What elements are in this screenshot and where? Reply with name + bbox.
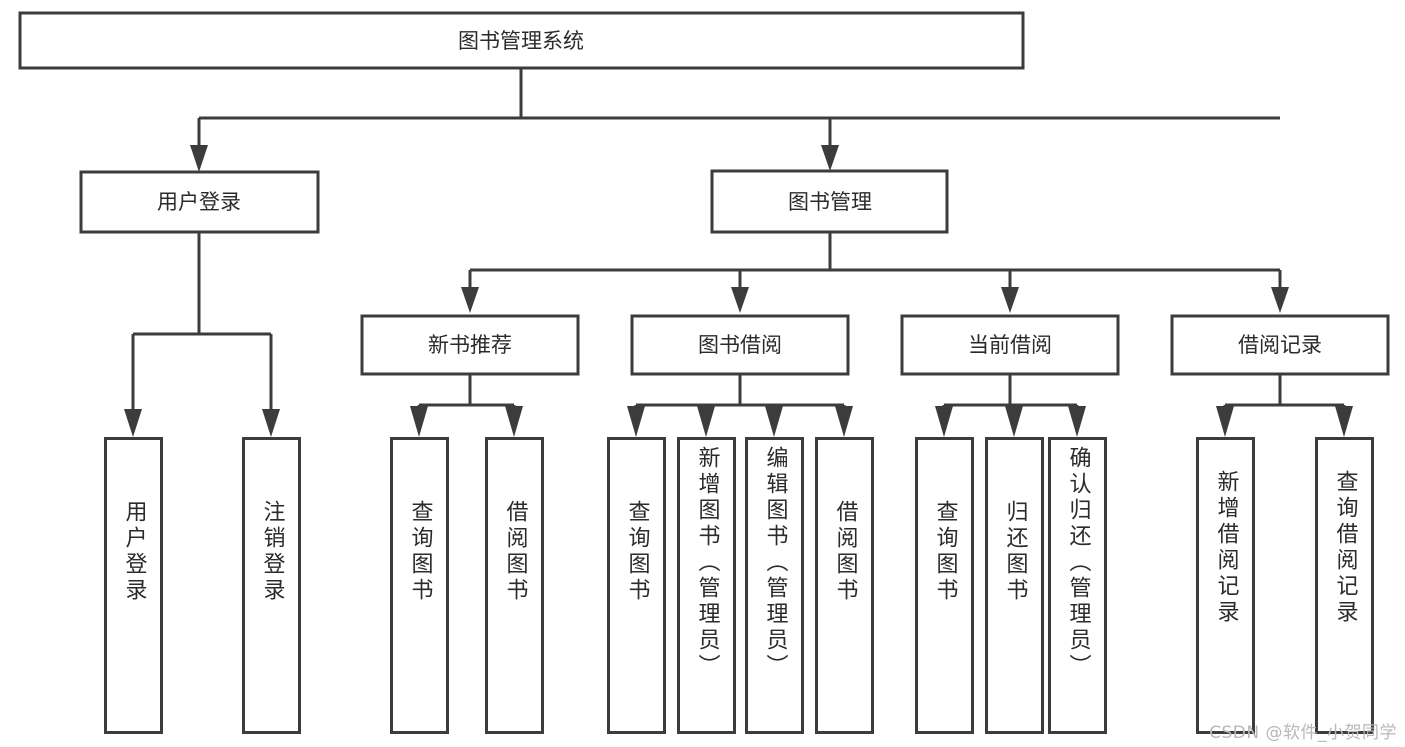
leaf-label: 归还图书 — [1002, 500, 1028, 604]
edge-new-book-recommend-to-leaves — [410, 374, 523, 437]
leaf-label: 用户登录 — [121, 500, 147, 604]
leaf-borrow-record-query[interactable]: 查询借阅记录 — [1315, 437, 1374, 734]
edge-book-manage-to-level2 — [461, 232, 1289, 313]
leaf-book-borrow-query[interactable]: 查询图书 — [607, 437, 666, 734]
leaf-label: 借阅图书 — [832, 500, 858, 604]
root-box — [18, 11, 1025, 70]
leaf-book-borrow-edit[interactable]: 编辑图书（管理员） — [745, 437, 804, 734]
book-borrow-box — [630, 314, 850, 376]
borrow-record-label: 借阅记录 — [1238, 333, 1322, 357]
leaf-user-login-logout[interactable]: 注销登录 — [242, 437, 301, 734]
book-borrow-label: 图书借阅 — [698, 333, 782, 357]
current-borrow-label: 当前借阅 — [968, 333, 1052, 357]
leaf-label: 新增借阅记录 — [1213, 470, 1239, 626]
leaf-book-borrow-borrow[interactable]: 借阅图书 — [815, 437, 874, 734]
leaf-label: 查询图书 — [624, 500, 650, 604]
leaf-label: 查询借阅记录 — [1332, 470, 1358, 626]
node-root[interactable]: 图书管理系统 — [18, 11, 1025, 70]
leaf-label: 确认归还（管理员） — [1065, 446, 1091, 680]
current-borrow-box — [900, 314, 1120, 376]
edge-root-to-level1 — [190, 68, 1280, 172]
leaf-current-borrow-query[interactable]: 查询图书 — [915, 437, 974, 734]
leaf-new-book-query[interactable]: 查询图书 — [390, 437, 449, 734]
node-user-login[interactable]: 用户登录 — [79, 170, 320, 234]
leaf-label: 查询图书 — [407, 500, 433, 604]
leaf-label: 借阅图书 — [502, 500, 528, 604]
new-book-recommend-label: 新书推荐 — [428, 333, 512, 357]
new-book-recommend-box — [360, 314, 580, 376]
root-label: 图书管理系统 — [458, 29, 584, 53]
leaf-user-login-login[interactable]: 用户登录 — [104, 437, 163, 734]
edge-book-borrow-to-leaves — [627, 374, 853, 437]
leaf-label: 编辑图书（管理员） — [762, 446, 788, 680]
node-book-borrow[interactable]: 图书借阅 — [630, 314, 850, 376]
book-manage-label: 图书管理 — [788, 190, 872, 214]
leaf-current-borrow-confirm[interactable]: 确认归还（管理员） — [1048, 437, 1107, 734]
leaf-current-borrow-return[interactable]: 归还图书 — [985, 437, 1044, 734]
node-borrow-record[interactable]: 借阅记录 — [1170, 314, 1390, 376]
edge-user-login-to-leaves — [124, 232, 280, 437]
leaf-label: 查询图书 — [932, 500, 958, 604]
edge-borrow-record-to-leaves — [1216, 374, 1353, 437]
leaf-new-book-borrow[interactable]: 借阅图书 — [485, 437, 544, 734]
arrow-head-user-login — [190, 145, 208, 172]
leaf-label: 新增图书（管理员） — [694, 446, 720, 680]
leaf-borrow-record-add[interactable]: 新增借阅记录 — [1196, 437, 1255, 734]
node-new-book-recommend[interactable]: 新书推荐 — [360, 314, 580, 376]
edge-current-borrow-to-leaves — [935, 374, 1086, 437]
leaf-book-borrow-add[interactable]: 新增图书（管理员） — [677, 437, 736, 734]
leaf-label: 注销登录 — [259, 500, 285, 604]
node-current-borrow[interactable]: 当前借阅 — [900, 314, 1120, 376]
node-book-manage[interactable]: 图书管理 — [710, 169, 949, 234]
arrow-head-book-manage — [821, 145, 839, 171]
user-login-label: 用户登录 — [157, 190, 241, 214]
